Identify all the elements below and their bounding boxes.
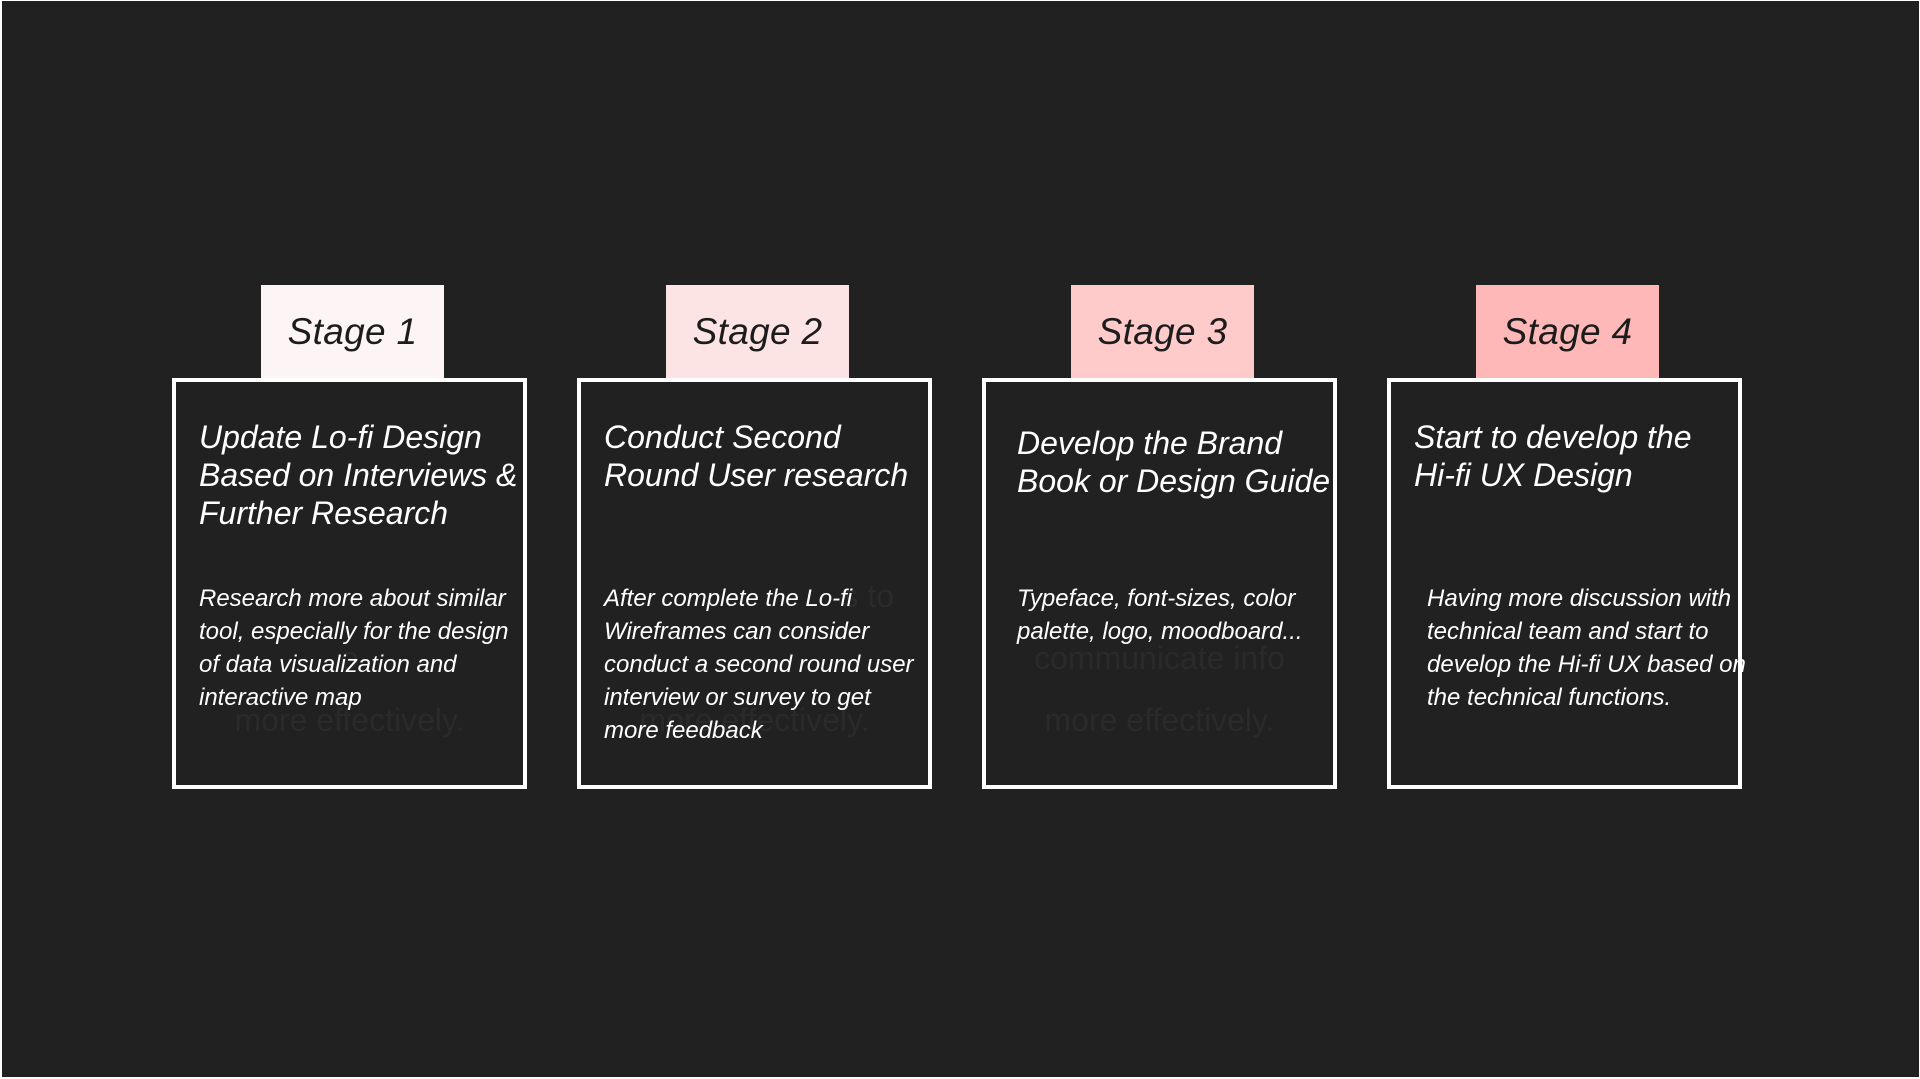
- stage-1-tab-label: Stage 1: [287, 311, 418, 352]
- stage-2-tab: Stage 2: [666, 285, 849, 379]
- stage-3-tab-label: Stage 3: [1097, 311, 1228, 352]
- stage-2-card: s to more effectively. Conduct Second Ro…: [577, 378, 932, 789]
- stage-2-ghost-line-1: s to: [842, 578, 894, 614]
- stage-1-tab: Stage 1: [261, 285, 444, 379]
- stage-3-card: communicate info more effectively. Devel…: [982, 378, 1337, 789]
- stage-2-tab-label: Stage 2: [692, 311, 823, 352]
- stage-3-body: Typeface, font-sizes, color palette, log…: [1017, 585, 1303, 645]
- stage-3-ghost-line-2: more effectively.: [1044, 702, 1275, 738]
- stage-4-title: Start to develop the Hi-fi UX Design: [1414, 419, 1692, 493]
- stage-1-ghost-line-2: more effectively.: [234, 702, 465, 738]
- stage-2-body: After complete the Lo-fi Wireframes can …: [604, 585, 914, 744]
- stage-1-title: Update Lo-fi Design Based on Interviews …: [199, 419, 518, 531]
- stage-3-title: Develop the Brand Book or Design Guide: [1017, 425, 1331, 499]
- stage-3-tab: Stage 3: [1071, 285, 1254, 379]
- stage-4-body: Having more discussion with technical te…: [1427, 585, 1746, 711]
- stage-2-title: Conduct Second Round User research: [604, 419, 909, 493]
- stage-4-tab: Stage 4: [1476, 285, 1659, 379]
- stage-4-card: Start to develop the Hi-fi UX Design Hav…: [1387, 378, 1746, 789]
- stage-1-card: o more effectively. Update Lo-fi Design …: [172, 378, 527, 789]
- stage-2-ghost-line-2: more effectively.: [639, 702, 870, 738]
- stage-1-body: Research more about similar tool, especi…: [199, 585, 509, 711]
- stage-1-ghost-line-1: o: [340, 640, 359, 676]
- stage-3-ghost-line-1: communicate info: [1034, 640, 1285, 676]
- stage-4-tab-label: Stage 4: [1502, 311, 1633, 352]
